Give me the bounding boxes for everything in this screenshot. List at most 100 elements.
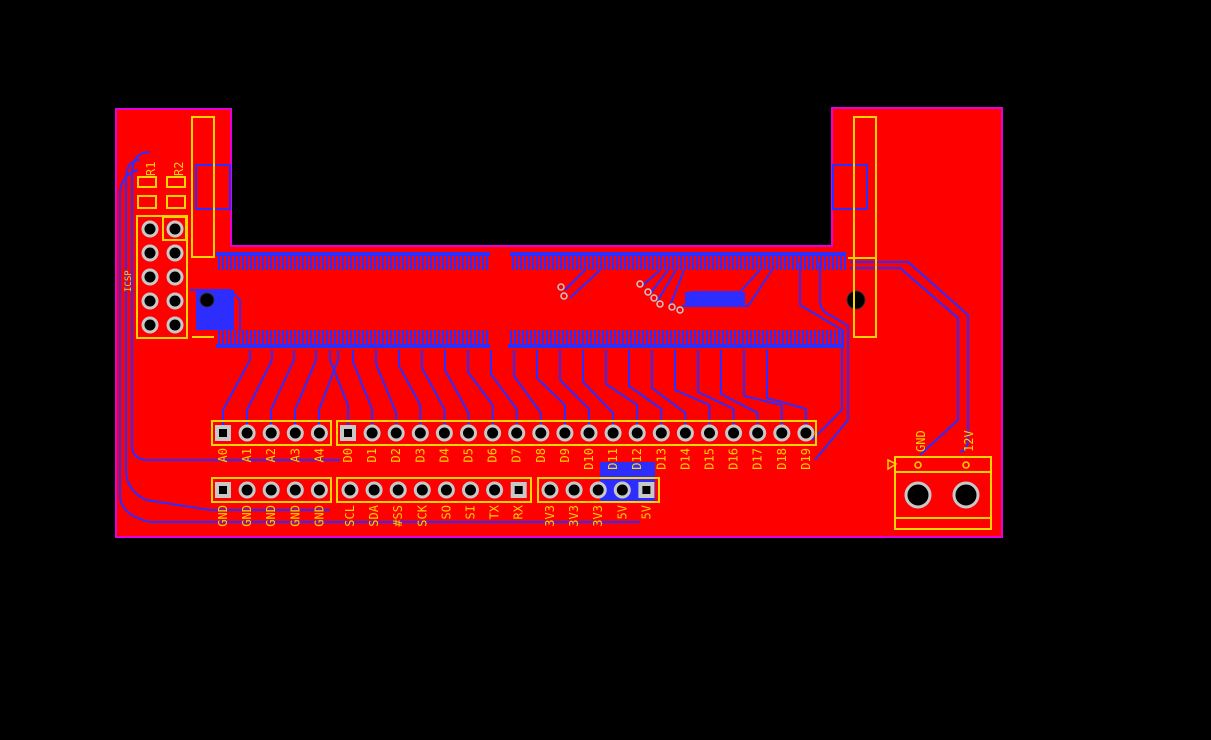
connector-finger <box>394 330 396 348</box>
connector-finger <box>274 330 276 348</box>
connector-finger <box>294 252 296 270</box>
copper-zone-mid <box>685 292 745 306</box>
connector-finger <box>366 252 368 270</box>
power-pad-12v <box>952 481 980 509</box>
connector-finger <box>714 330 716 348</box>
connector-finger <box>390 330 392 348</box>
digital-pin-label: D6 <box>486 448 500 462</box>
connector-finger <box>350 330 352 348</box>
trace <box>628 350 663 430</box>
connector-finger <box>732 252 734 270</box>
connector-finger <box>684 252 686 270</box>
connector-finger <box>808 252 810 270</box>
trace <box>814 262 849 461</box>
connector-finger <box>572 252 574 270</box>
connector-finger <box>700 252 702 270</box>
connector-finger <box>330 252 332 270</box>
connector-finger <box>478 330 480 348</box>
resistor-r1 <box>137 176 157 209</box>
trace <box>743 350 783 430</box>
header-pin-hole <box>642 486 651 494</box>
connector-finger <box>342 330 344 348</box>
connector-finger <box>270 252 272 270</box>
connector-finger <box>796 252 798 270</box>
connector-finger <box>766 330 768 348</box>
connector-finger <box>814 330 816 348</box>
power-pin-label: 5V <box>615 505 629 519</box>
connector-finger <box>720 252 722 270</box>
connector-finger <box>282 330 284 348</box>
connector-finger <box>374 252 376 270</box>
trace <box>125 159 330 511</box>
connector-finger <box>302 330 304 348</box>
icsp-pin <box>141 316 159 334</box>
finger-bus <box>216 344 490 348</box>
connector-finger <box>402 330 404 348</box>
trace <box>605 350 639 430</box>
connector-finger <box>738 330 740 348</box>
connector-finger <box>696 252 698 270</box>
connector-finger <box>824 252 826 270</box>
connector-finger <box>588 252 590 270</box>
header-pin <box>437 481 455 499</box>
connector-finger <box>422 252 424 270</box>
digital-pin-label: D18 <box>775 448 789 470</box>
connector-finger <box>652 252 654 270</box>
connector-finger <box>390 252 392 270</box>
connector-finger <box>618 330 620 348</box>
connector-finger <box>742 330 744 348</box>
connector-finger <box>830 330 832 348</box>
icsp-pins <box>141 220 184 334</box>
connector-finger <box>600 252 602 270</box>
connector-finger <box>810 330 812 348</box>
edge-connector-fingers <box>216 252 846 348</box>
connector-finger <box>668 252 670 270</box>
connector-finger <box>820 252 822 270</box>
header-pin <box>310 424 328 442</box>
connector-finger <box>608 252 610 270</box>
header-pin <box>589 481 607 499</box>
power-terminal-block <box>887 456 992 530</box>
connector-finger <box>310 252 312 270</box>
connector-finger <box>310 330 312 348</box>
connector-finger <box>648 252 650 270</box>
connector-finger <box>844 252 846 270</box>
connector-finger <box>434 330 436 348</box>
connector-finger <box>790 330 792 348</box>
digital-pin-label: D17 <box>751 448 765 470</box>
connector-finger <box>676 252 678 270</box>
signal-pin-label: SO <box>439 505 453 519</box>
connector-finger <box>614 330 616 348</box>
connector-finger <box>730 330 732 348</box>
trace <box>564 269 586 291</box>
connector-finger <box>598 330 600 348</box>
connector-finger <box>834 330 836 348</box>
connector-finger <box>822 330 824 348</box>
connector-finger <box>458 330 460 348</box>
connector-finger <box>612 252 614 270</box>
connector-finger <box>778 330 780 348</box>
connector-finger <box>580 252 582 270</box>
icsp-label: ICSP <box>124 270 134 292</box>
header-pin <box>652 424 670 442</box>
connector-finger <box>538 330 540 348</box>
connector-finger <box>658 330 660 348</box>
connector-finger <box>532 252 534 270</box>
connector-finger <box>776 252 778 270</box>
analog-pin-label: A3 <box>288 448 302 462</box>
header-pin <box>773 424 791 442</box>
connector-finger <box>590 330 592 348</box>
connector-finger <box>784 252 786 270</box>
gnd-pin-label: GND <box>264 505 278 527</box>
connector-finger <box>482 330 484 348</box>
power-pin-label: 3V3 <box>567 505 581 527</box>
trace <box>657 269 677 301</box>
connector-finger <box>802 330 804 348</box>
connector-finger <box>534 330 536 348</box>
connector-finger <box>258 252 260 270</box>
header-pin <box>238 424 256 442</box>
analog-pin-label: A2 <box>264 448 278 462</box>
icsp-pin <box>166 244 184 262</box>
icsp-pin <box>166 220 184 238</box>
digital-pin-label: D9 <box>558 448 572 462</box>
